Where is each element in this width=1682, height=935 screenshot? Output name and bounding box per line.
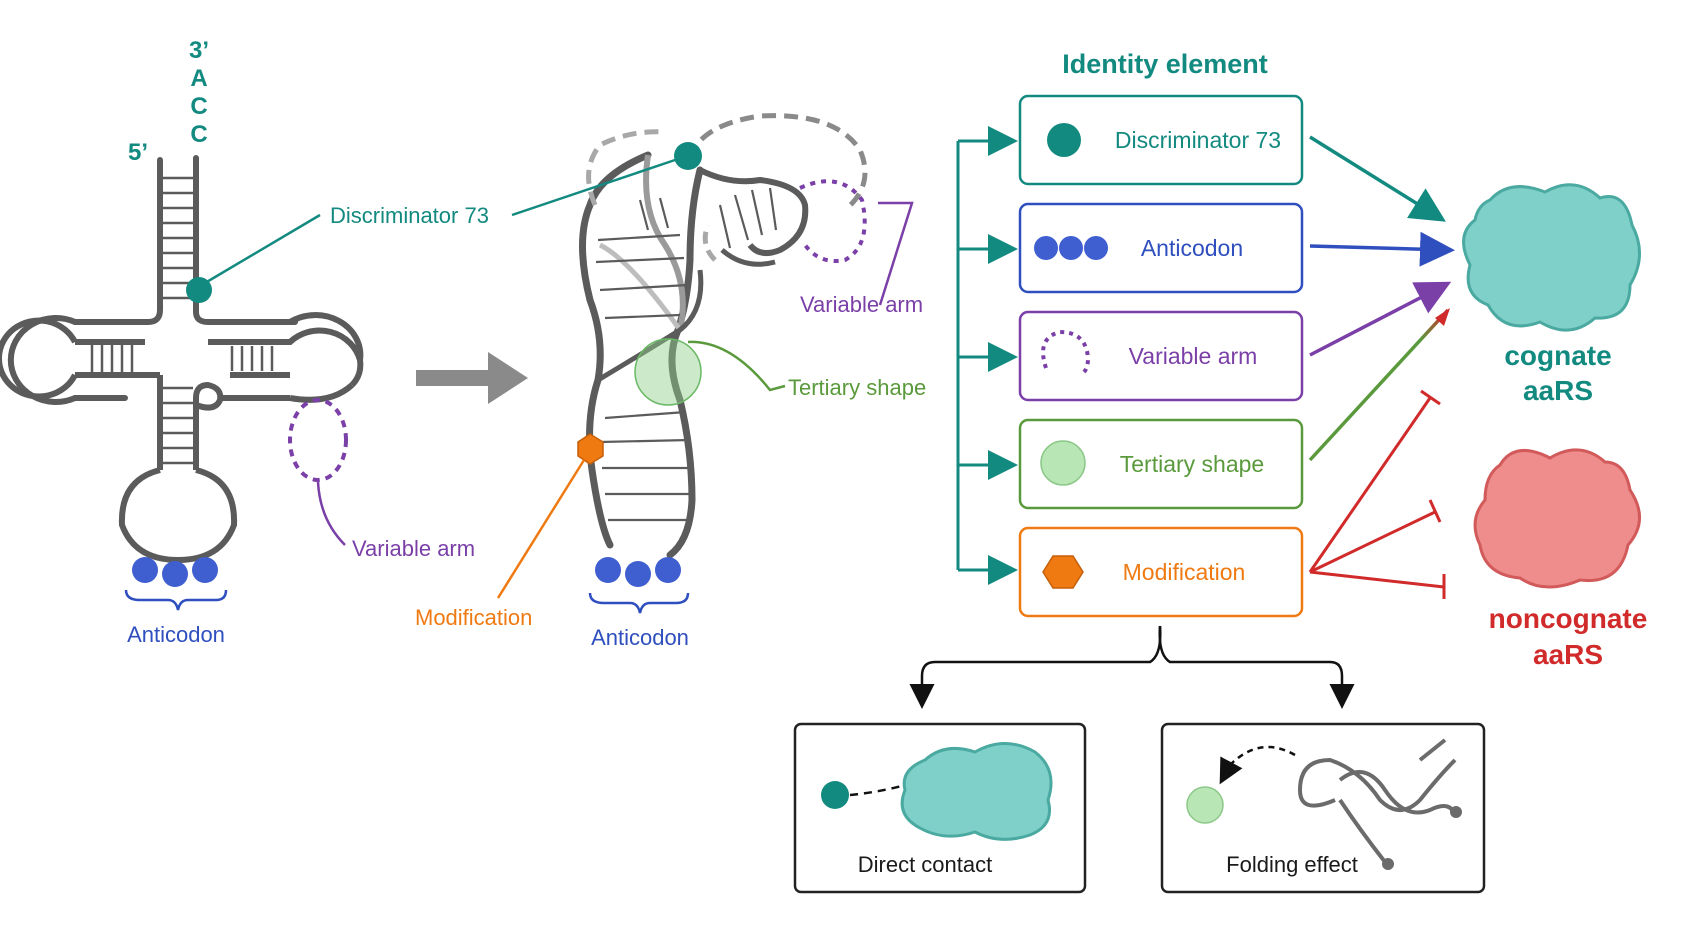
- identity-label-tertiary-shape: Tertiary shape: [1120, 451, 1264, 477]
- green-circle-icon: [1040, 440, 1086, 486]
- noncognate-aars-shape: [1473, 448, 1641, 589]
- dashed-loop-icon: [1041, 329, 1091, 374]
- anticodon-dot-1: [132, 557, 158, 583]
- blue-three-dots-icon: [1034, 236, 1108, 260]
- identity-label-modification: Modification: [1123, 559, 1246, 585]
- anticodon-dot-3: [192, 557, 218, 583]
- anticodon-label-3d: Anticodon: [591, 625, 689, 650]
- folding-green-circle: [1186, 786, 1224, 824]
- identity-label-discriminator: Discriminator 73: [1115, 127, 1281, 153]
- anticodon-dot-3d-2: [625, 561, 651, 587]
- direct-contact-teal-dot: [821, 781, 849, 809]
- direct-contact-panel: Direct contact: [793, 722, 1087, 894]
- l-shaped-trna: [496, 113, 914, 614]
- anticodon-dot-2: [162, 561, 188, 587]
- teal-circle-icon: [1047, 123, 1081, 157]
- acc-a-label: A: [190, 65, 207, 92]
- inhibition-lines: [1308, 389, 1446, 599]
- modification-label-3d: Modification: [415, 605, 532, 630]
- tertiary-shape-label-3d: Tertiary shape: [788, 375, 926, 400]
- variable-arm-label-3d: Variable arm: [800, 292, 923, 317]
- transition-arrow: [416, 352, 528, 404]
- folded-strand-icon: [1297, 738, 1462, 870]
- d-stem-rungs: [90, 342, 134, 372]
- three-prime-label: 3’: [189, 37, 209, 64]
- direct-contact-enzyme-shape: [900, 742, 1053, 841]
- folding-effect-panel: Folding effect: [1160, 722, 1486, 894]
- identity-to-enzyme-arrows: [1308, 135, 1455, 462]
- identity-box-variable-arm: Variable arm: [1018, 310, 1304, 402]
- anticodon-brace-3d: [588, 592, 690, 614]
- t-stem-rungs: [230, 346, 274, 371]
- tertiary-shape-circle: [634, 338, 702, 406]
- noncognate-aars-label-line2: aaRS: [1533, 639, 1603, 670]
- anticodon-dot-3d-1: [595, 557, 621, 583]
- identity-box-tertiary-shape: Tertiary shape: [1018, 418, 1304, 510]
- modification-branches: [909, 625, 1355, 709]
- acc-c2-label: C: [190, 121, 207, 148]
- cognate-aars-shape: [1462, 183, 1642, 332]
- identity-label-anticodon: Anticodon: [1141, 235, 1243, 261]
- discriminator-dot-3d: [674, 142, 702, 170]
- acceptor-stem-rungs: [163, 176, 193, 300]
- anticodon-label-clover: Anticodon: [127, 622, 225, 647]
- variable-arm-loop-3d: [799, 179, 867, 263]
- anticodon-stem-rungs: [163, 386, 193, 465]
- identity-box-modification: Modification: [1018, 526, 1304, 618]
- modification-hexagon-3d: [577, 433, 604, 465]
- noncognate-aars-label-line1: noncognate: [1489, 603, 1648, 634]
- identity-label-variable-arm: Variable arm: [1129, 343, 1258, 369]
- acc-c1-label: C: [190, 93, 207, 120]
- discriminator-label: Discriminator 73: [330, 203, 489, 228]
- hexagon-icon: [1042, 555, 1084, 589]
- cognate-aars-label-line2: aaRS: [1523, 375, 1593, 406]
- five-prime-label: 5’: [128, 139, 148, 166]
- identity-element-title: Identity element: [1062, 49, 1268, 79]
- variable-arm-loop: [288, 398, 348, 482]
- anticodon-dot-3d-3: [655, 557, 681, 583]
- l-shape-rungs: [595, 187, 778, 522]
- cognate-aars-label-line1: cognate: [1504, 340, 1611, 371]
- anticodon-brace: [124, 589, 228, 611]
- identity-box-anticodon: Anticodon: [1018, 202, 1304, 294]
- direct-contact-label: Direct contact: [858, 852, 993, 877]
- identity-box-discriminator: Discriminator 73: [1018, 94, 1304, 186]
- folding-effect-label: Folding effect: [1226, 852, 1358, 877]
- cloverleaf-trna: [0, 155, 364, 611]
- identity-feed-lines: [956, 126, 1018, 585]
- variable-arm-label-clover: Variable arm: [352, 536, 475, 561]
